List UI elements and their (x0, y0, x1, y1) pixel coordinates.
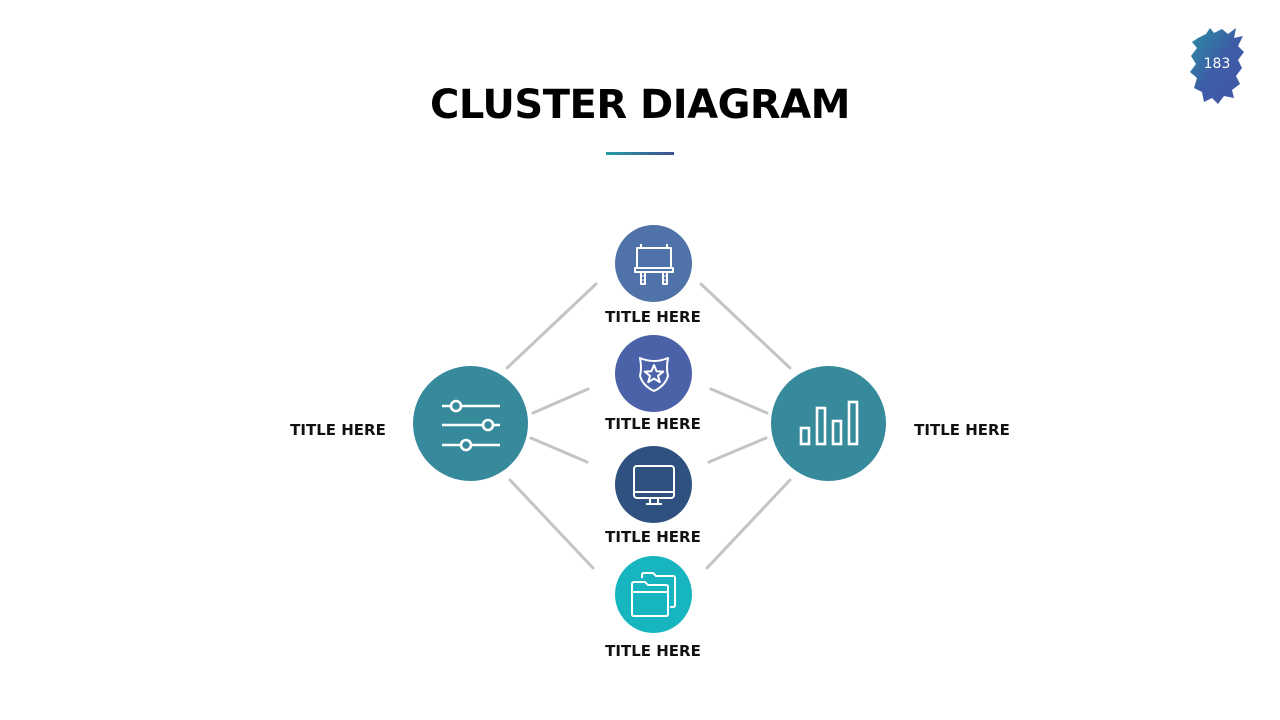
brush-stroke-shape (1190, 28, 1244, 104)
right-hub-node[interactable] (771, 366, 886, 481)
monitor-icon (632, 464, 675, 505)
connector-right-to-node-3 (707, 436, 768, 464)
node-monitor-label: TITLE HERE (605, 528, 701, 546)
connector-left-to-node-1 (505, 282, 598, 370)
connector-left-to-node-4 (508, 478, 595, 570)
billboard-icon (633, 243, 674, 285)
right-hub-label: TITLE HERE (914, 421, 1010, 439)
shield-star-icon (638, 356, 669, 392)
node-monitor[interactable] (615, 446, 692, 523)
node-folders-label: TITLE HERE (605, 642, 701, 660)
folders-icon (630, 571, 676, 617)
connector-left-to-node-3 (529, 436, 589, 464)
bar-chart-icon (799, 400, 858, 445)
page-number-badge: 183 (1188, 26, 1246, 106)
node-billboard-label: TITLE HERE (605, 308, 701, 326)
page-number: 183 (1203, 56, 1231, 72)
title-underline (606, 152, 674, 155)
node-shield[interactable] (615, 335, 692, 412)
connector-right-to-node-1 (699, 282, 792, 370)
connector-right-to-node-2 (709, 387, 769, 415)
node-billboard[interactable] (615, 225, 692, 302)
connector-right-to-node-4 (705, 478, 792, 570)
node-folders[interactable] (615, 556, 692, 633)
connector-left-to-node-2 (531, 387, 590, 415)
sliders-icon (441, 399, 500, 451)
node-shield-label: TITLE HERE (605, 415, 701, 433)
left-hub-node[interactable] (413, 366, 528, 481)
left-hub-label: TITLE HERE (290, 421, 386, 439)
page-title: CLUSTER DIAGRAM (430, 82, 850, 128)
